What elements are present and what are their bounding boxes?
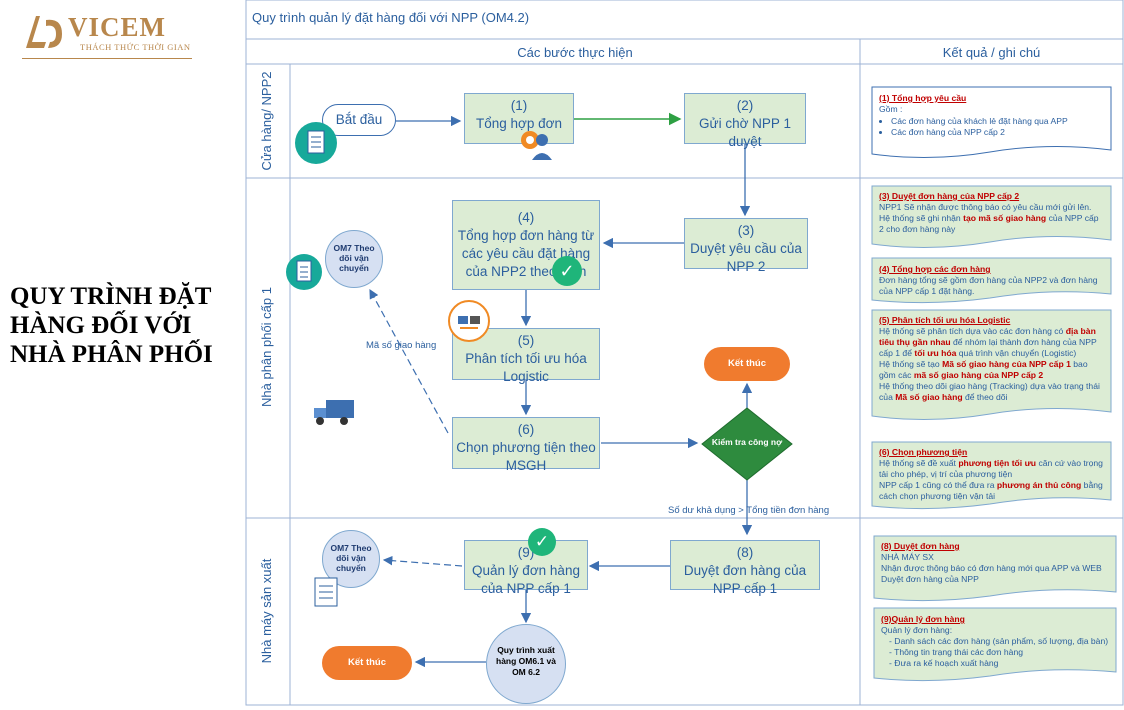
step-6-label: Chọn phương tiện theo MSGH (456, 440, 596, 473)
step-3-number: (3) (737, 223, 755, 238)
note-4: (4) Tổng hợp các đơn hàng Đơn hàng tổng … (874, 261, 1110, 300)
step-6-box[interactable]: (6) Chọn phương tiện theo MSGH (452, 417, 600, 473)
page-title: QUY TRÌNH ĐẶT HÀNG ĐỐI VỚI NHÀ PHÂN PHỐI (10, 283, 213, 368)
diagram-title: Quy trình quản lý đặt hàng đối với NPP (… (252, 10, 530, 25)
note-1-item: Các đơn hàng của khách lẻ đặt hàng qua A… (891, 116, 1105, 127)
checklist-icon (295, 122, 337, 164)
note-9-item: - Thông tin trạng thái các đơn hàng (889, 647, 1024, 657)
step-8-number: (8) (736, 545, 754, 560)
step-2-number: (2) (736, 98, 754, 113)
balance-condition-label: Số dư khả dụng > Tổng tiền đơn hàng (668, 505, 830, 516)
note-5-title: (5) Phân tích tối ưu hóa Logistic (879, 315, 1011, 325)
step-2-label: Gửi chờ NPP 1 duyệt (699, 116, 791, 149)
note-8-line: Nhận được thông báo có đơn hàng mới qua … (881, 563, 1102, 573)
note-8-line: NHÀ MÁY SX (881, 552, 934, 562)
note-6-line: NPP cấp 1 cũng có thể đưa ra phương án t… (879, 480, 1103, 501)
logistics-icon (448, 300, 490, 342)
om6-export-process-node[interactable]: Quy trình xuất hàng OM6.1 và OM 6.2 (486, 624, 566, 704)
note-6-title: (6) Chọn phương tiện (879, 447, 968, 457)
note-8-line: Duyệt đơn hàng của NPP (881, 574, 979, 584)
step-1-box[interactable]: (1) Tổng hợp đơn hàng (464, 93, 574, 144)
lane-label-npp1: Nhà phân phối cấp 1 (259, 287, 274, 407)
step-1-label: Tổng hợp đơn hàng (475, 116, 562, 131)
note-9-item: - Đưa ra kế hoạch xuất hàng (889, 658, 999, 668)
note-5-line: Hệ thống sẽ phân tích dựa vào các đơn hà… (879, 326, 1097, 358)
step-5-label: Phân tích tối ưu hóa Logistic (465, 351, 587, 384)
column-header-steps: Các bước thực hiện (517, 45, 633, 60)
step-4-number: (4) (517, 210, 535, 225)
step-9-box[interactable]: (9) Quản lý đơn hàng của NPP cấp 1 (464, 540, 588, 596)
lane-label-factory: Nhà máy sản xuất (259, 558, 274, 664)
note-8: (8) Duyệt đơn hàng NHÀ MÁY SX Nhận được … (876, 538, 1114, 588)
logo-divider (22, 58, 192, 59)
step-1-number: (1) (510, 98, 528, 113)
document-icon (312, 576, 342, 610)
note-3-line: NPP1 Sẽ nhận được thông báo có yêu cầu m… (879, 202, 1092, 212)
note-1-title: (1) Tổng hợp yêu cầu (879, 93, 967, 103)
logo-tagline: THÁCH THỨC THỜI GIAN (80, 42, 191, 52)
note-9-item: - Danh sách các đơn hàng (sản phẩm, số l… (889, 636, 1109, 646)
logo-mark-icon (26, 16, 62, 48)
checklist-icon (286, 254, 322, 290)
note-4-title: (4) Tổng hợp các đơn hàng (879, 264, 991, 274)
note-4-line: Đơn hàng tổng sẽ gồm đơn hàng của NPP2 v… (879, 275, 1098, 296)
decision-credit-check[interactable]: Kiểm tra công nợ (711, 437, 783, 447)
note-1-lead: Gồm : (879, 104, 903, 114)
om7-tracking-node-top[interactable]: OM7 Theo dõi vận chuyển (325, 230, 383, 288)
note-6-line: Hệ thống sẽ đề xuất phương tiện tối ưu c… (879, 458, 1103, 479)
msgh-flow-label: Mã số giao hàng (366, 340, 437, 351)
note-5: (5) Phân tích tối ưu hóa Logistic Hệ thố… (874, 312, 1110, 406)
end-node-bottom: Kết thúc (322, 646, 412, 680)
step-8-label: Duyệt đơn hàng của NPP cấp 1 (683, 563, 807, 596)
check-icon: ✓ (552, 256, 582, 286)
end-node-top: Kết thúc (704, 347, 790, 381)
step-4-label: Tổng hợp đơn hàng từ các yêu cầu đặt hàn… (457, 228, 595, 279)
note-9: (9)Quản lý đơn hàng Quản lý đơn hàng: - … (876, 611, 1114, 672)
step-2-box[interactable]: (2) Gửi chờ NPP 1 duyệt (684, 93, 806, 149)
step-8-box[interactable]: (8) Duyệt đơn hàng của NPP cấp 1 (670, 540, 820, 596)
note-3: (3) Duyệt đơn hàng của NPP cấp 2 NPP1 Sẽ… (874, 188, 1110, 238)
step-9-number: (9) (517, 545, 535, 560)
note-8-title: (8) Duyệt đơn hàng (881, 541, 960, 551)
note-5-line: Hệ thống theo dõi giao hàng (Tracking) d… (879, 381, 1100, 402)
note-3-line: Hệ thống sẽ ghi nhận tạo mã số giao hàng… (879, 213, 1099, 234)
lane-label-store-npp2: Cửa hàng/ NPP2 (259, 71, 274, 171)
step-3-label: Duyệt yêu cầu của NPP 2 (690, 241, 802, 274)
truck-icon (312, 396, 356, 428)
step-9-label: Quản lý đơn hàng của NPP cấp 1 (472, 563, 580, 596)
note-5-line: Hệ thống sẽ tạo Mã số giao hàng của NPP … (879, 359, 1088, 380)
note-9-title: (9)Quản lý đơn hàng (881, 614, 965, 624)
note-6: (6) Chọn phương tiện Hệ thống sẽ đề xuất… (874, 444, 1110, 505)
note-3-title: (3) Duyệt đơn hàng của NPP cấp 2 (879, 191, 1020, 201)
step-3-box[interactable]: (3) Duyệt yêu cầu của NPP 2 (684, 218, 808, 274)
note-1: (1) Tổng hợp yêu cầu Gồm : Các đơn hàng … (874, 90, 1110, 141)
step-6-number: (6) (517, 422, 535, 437)
user-settings-icon (518, 126, 554, 162)
vicem-logo: VICEM THÁCH THỨC THỜI GIAN (22, 8, 192, 60)
check-icon: ✓ (528, 528, 556, 556)
logo-wordmark: VICEM (68, 12, 166, 42)
step-5-number: (5) (517, 333, 535, 348)
note-9-lead: Quản lý đơn hàng: (881, 625, 953, 635)
note-1-item: Các đơn hàng của NPP cấp 2 (891, 127, 1105, 138)
start-node: Bắt đầu (322, 104, 396, 136)
column-header-results: Kết quả / ghi chú (942, 45, 1041, 60)
